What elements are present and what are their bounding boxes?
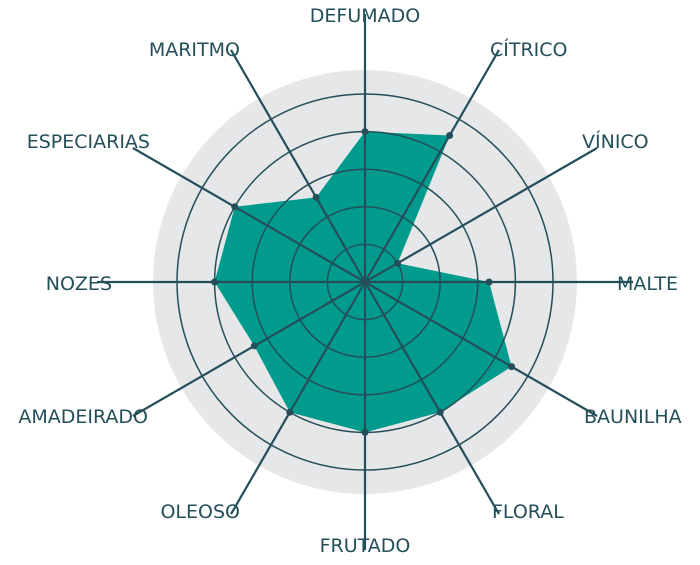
axis-label: AMADEIRADO bbox=[18, 406, 148, 428]
axis-line bbox=[364, 49, 500, 283]
data-point bbox=[286, 408, 294, 416]
data-point bbox=[231, 203, 239, 211]
axis-line bbox=[364, 281, 500, 515]
axis-label: MALTE bbox=[617, 273, 678, 295]
axis-label: NOZES bbox=[46, 273, 112, 295]
data-point bbox=[446, 131, 454, 139]
data-point bbox=[211, 278, 219, 286]
data-point bbox=[485, 278, 493, 286]
axis-line bbox=[132, 281, 366, 417]
axis-label: CÍTRICO bbox=[490, 38, 568, 61]
axis-label: BAUNILHA bbox=[584, 406, 682, 428]
axis-label: OLEOSO bbox=[160, 501, 240, 523]
data-point bbox=[361, 428, 369, 436]
axis-label: VÍNICO bbox=[582, 130, 649, 153]
axis-label: FLORAL bbox=[492, 501, 564, 523]
data-point bbox=[361, 128, 369, 136]
data-point bbox=[508, 363, 516, 371]
center-point bbox=[361, 278, 369, 286]
axis-line bbox=[364, 281, 598, 417]
axis-label: DEFUMADO bbox=[310, 5, 420, 27]
axis-label: FRUTADO bbox=[320, 535, 411, 557]
axis-line bbox=[364, 147, 598, 283]
data-point bbox=[312, 193, 320, 201]
axis-label: ESPECIARIAS bbox=[27, 131, 150, 153]
data-point bbox=[394, 259, 402, 267]
data-point bbox=[436, 408, 444, 416]
axis-label: MARITMO bbox=[149, 39, 240, 61]
axis-line bbox=[132, 147, 366, 283]
data-point bbox=[250, 342, 258, 350]
axis-line bbox=[230, 49, 366, 283]
axis-line bbox=[230, 281, 366, 515]
